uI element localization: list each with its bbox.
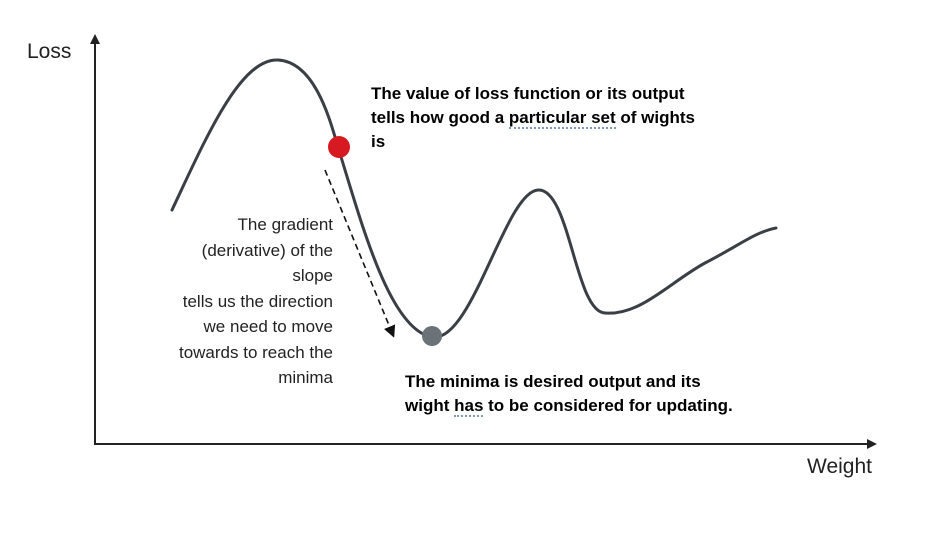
annotation-text: to be considered for updating. <box>483 396 733 415</box>
gradient-annotation-line: The gradient <box>237 215 333 234</box>
gradient-annotation-line: minima <box>278 368 333 387</box>
current-weight-point <box>328 136 350 158</box>
annotation-line: is <box>371 132 386 151</box>
gradient-annotation-line: tells us the direction <box>182 291 333 311</box>
gradient-annotation-line: towards to reach the <box>178 342 333 362</box>
annotation-line: The minima is desired output and its <box>405 372 701 391</box>
gradient-direction-arrow <box>324 169 396 338</box>
gradient-annotation-line: (derivative) of the <box>201 240 333 260</box>
annotation-line: wight has to be considered for updating. <box>405 394 733 418</box>
gradient-annotation: The gradient (derivative) of the slope t… <box>179 212 333 391</box>
annotation-text: wight <box>405 396 455 415</box>
y-axis-label: Loss <box>27 40 72 63</box>
minima-annotation: The minima is desired output and its wig… <box>405 370 733 418</box>
gradient-annotation-line: we need to move <box>203 317 333 336</box>
annotation-underlined-text: particular set <box>508 108 616 129</box>
gradient-annotation-line: slope <box>292 266 333 285</box>
minimum-point <box>422 326 442 346</box>
annotation-line: tells how good a particular set of wight… <box>371 106 695 130</box>
annotation-text: of wights <box>615 108 695 127</box>
x-axis-label: Weight <box>807 455 872 478</box>
loss-value-annotation: The value of loss function or its output… <box>371 82 695 154</box>
annotation-line: The value of loss function or its output <box>371 84 685 103</box>
annotation-underlined-text: has <box>454 396 484 417</box>
annotation-text: tells how good a <box>371 108 509 127</box>
loss-curve <box>170 58 778 339</box>
